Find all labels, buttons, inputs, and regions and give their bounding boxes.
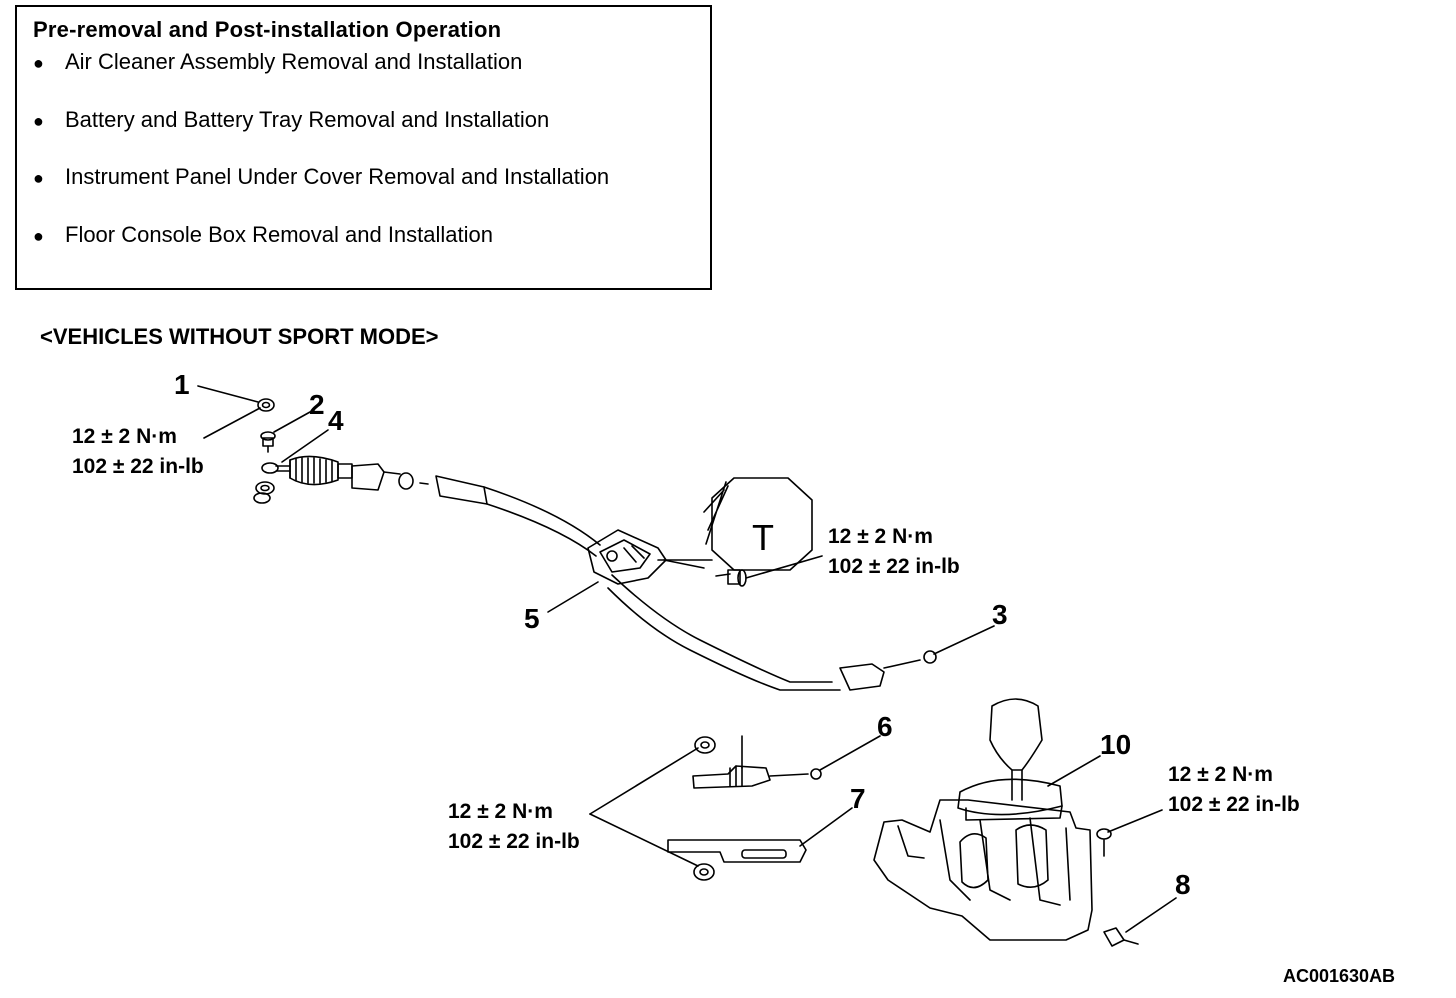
part-5-bracket-drawing [587, 529, 667, 585]
torque-spec-inlb: 102 ± 22 in-lb [1168, 793, 1300, 816]
callout-3: 3 [992, 599, 1008, 630]
part-4-cable-end-drawing [261, 455, 429, 491]
washer-drawing [253, 481, 275, 504]
nut-drawing [693, 736, 716, 881]
part-6-cable-end-drawing [692, 735, 822, 789]
bullet-icon: ● [33, 110, 44, 131]
callout-5: 5 [524, 603, 540, 634]
shift-cable-drawing [435, 475, 937, 691]
reference-code: AC001630AB [1283, 966, 1396, 986]
callout-1: 1 [174, 369, 190, 400]
operation-item: ●Battery and Battery Tray Removal and In… [33, 106, 550, 132]
callout-7: 7 [850, 783, 866, 814]
torque-spec-nm: 12 ± 2 N·m [72, 425, 177, 448]
callout-4: 4 [328, 405, 344, 436]
callout-10: 10 [1100, 729, 1131, 760]
bullet-icon: ● [33, 168, 44, 188]
part-7-cable-end-drawing [667, 839, 807, 863]
section-heading: <VEHICLES WITHOUT SPORT MODE> [40, 324, 439, 349]
torque-spec-nm: 12 ± 2 N·m [828, 525, 933, 548]
part-1-nut-drawing [257, 398, 275, 412]
part-2-pin-drawing [260, 431, 276, 453]
part-10-shift-lever-assembly-drawing [873, 698, 1093, 941]
operation-item: ●Air Cleaner Assembly Removal and Instal… [33, 49, 523, 74]
torque-spec-nm: 12 ± 2 N·m [448, 800, 553, 823]
operation-item: ●Floor Console Box Removal and Installat… [33, 221, 494, 247]
part-8-clip-drawing [1103, 927, 1139, 947]
leader-lines [197, 385, 1177, 933]
torque-spec-nm: 12 ± 2 N·m [1168, 763, 1273, 786]
inset-detail-drawing [657, 477, 813, 571]
torque-spec-inlb: 102 ± 22 in-lb [448, 830, 580, 853]
callout-8: 8 [1175, 869, 1191, 900]
bullet-icon: ● [33, 225, 44, 246]
pre-removal-operations-box: Pre-removal and Post-installation Operat… [15, 5, 712, 290]
operation-item: ●Instrument Panel Under Cover Removal an… [33, 164, 610, 189]
bracket-bolt-drawing [715, 569, 747, 587]
callout-6: 6 [877, 711, 893, 742]
torque-spec-inlb: 102 ± 22 in-lb [828, 555, 960, 578]
operations-list: ●Air Cleaner Assembly Removal and Instal… [31, 49, 609, 279]
operations-title: Pre-removal and Post-installation Operat… [33, 17, 502, 42]
callout-2: 2 [309, 389, 325, 420]
lever-bolt-drawing [1096, 828, 1112, 857]
torque-spec-inlb: 102 ± 22 in-lb [72, 455, 204, 478]
bracket-letter: T [752, 517, 774, 558]
bullet-icon: ● [33, 53, 44, 73]
